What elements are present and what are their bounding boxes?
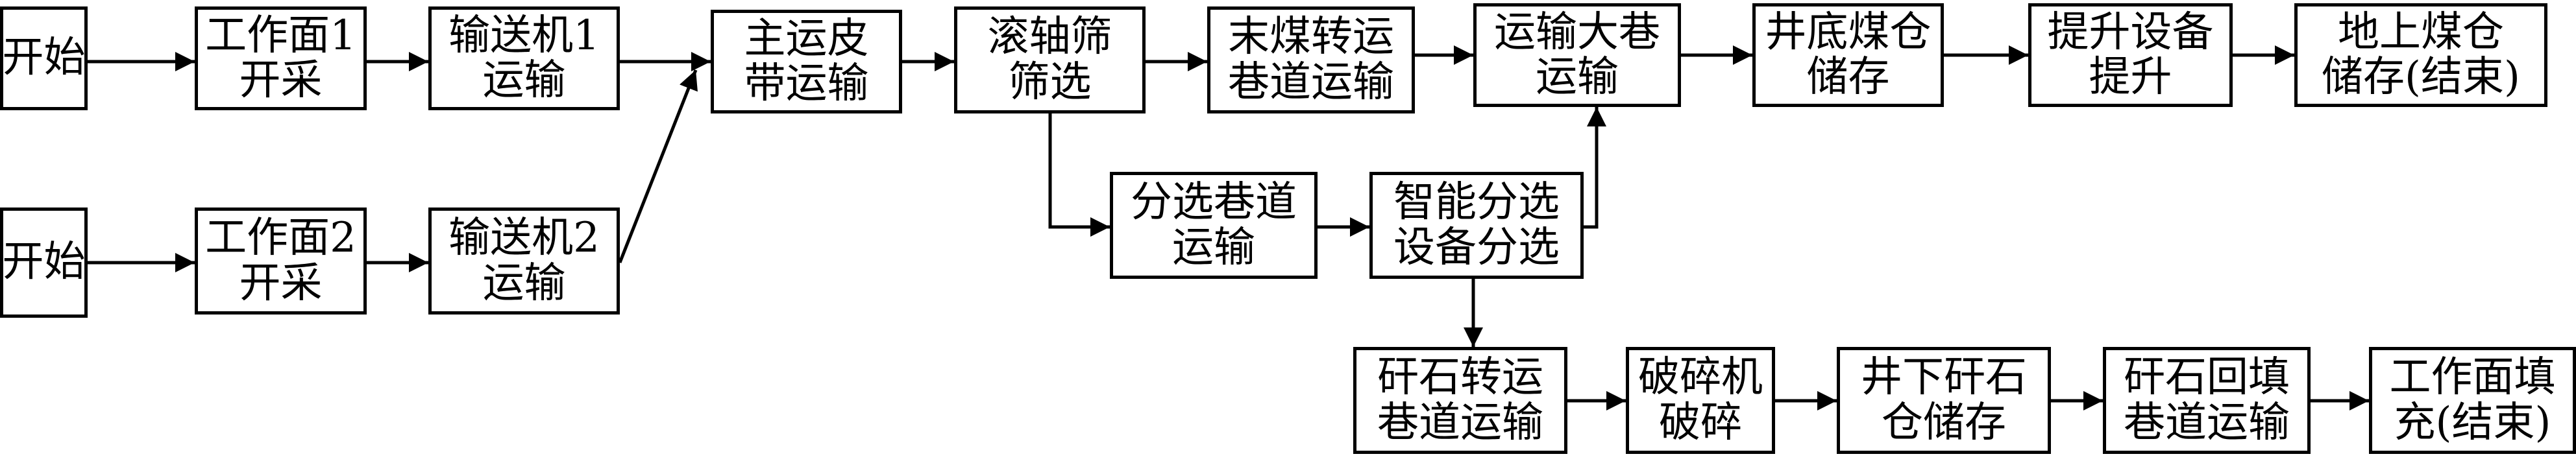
node-label-line: 开采 <box>239 56 323 104</box>
node-label-line: 运输 <box>482 56 566 104</box>
node-label-line: 带运输 <box>744 60 869 108</box>
arrow-smart-sort-to-main-lane <box>1584 107 1606 229</box>
node-start-a: 开始 <box>0 6 88 110</box>
node-label-line: 开始 <box>2 238 86 287</box>
node-label-line: 矸石转运 <box>1377 353 1543 402</box>
node-gangue-bin: 井下矸石仓储存 <box>1837 347 2051 454</box>
node-label-line: 设备分选 <box>1393 223 1560 272</box>
node-roller: 滚轴筛筛选 <box>954 6 1146 113</box>
node-label-line: 输送机2 <box>448 214 600 263</box>
node-label-line: 输送机1 <box>448 11 600 60</box>
node-label-line: 巷道运输 <box>1228 58 1394 106</box>
node-label-line: 滚轴筛 <box>987 13 1112 62</box>
node-label-line: 分选巷道 <box>1131 178 1297 227</box>
node-label-line: 开始 <box>2 34 86 82</box>
node-smart-sort: 智能分选设备分选 <box>1369 172 1584 279</box>
node-label-line: 巷道运输 <box>2124 398 2290 447</box>
node-face-fill: 工作面填充(结束) <box>2369 347 2576 454</box>
node-label-line: 破碎 <box>1659 398 1742 447</box>
node-label-line: 破碎机 <box>1638 353 1763 402</box>
node-label-line: 运输 <box>482 259 566 307</box>
node-sort-lane: 分选巷道运输 <box>1110 172 1318 279</box>
arrow-conv2-to-main-belt <box>618 69 698 263</box>
node-label-line: 提升设备 <box>2047 8 2214 56</box>
node-gangue-lane: 矸石转运巷道运输 <box>1353 347 1567 454</box>
node-hoist: 提升设备提升 <box>2028 3 2233 107</box>
node-label-line: 储存(结束) <box>2322 53 2520 101</box>
node-label-line: 井下矸石 <box>1861 353 2027 402</box>
node-label-line: 运输 <box>1172 223 1255 272</box>
node-label-line: 主运皮 <box>744 14 869 63</box>
arrow-roller-to-sort-lane <box>1048 113 1110 237</box>
node-main-belt: 主运皮带运输 <box>711 10 902 113</box>
node-label-line: 工作面填 <box>2389 353 2556 402</box>
node-label-line: 智能分选 <box>1393 178 1560 227</box>
node-label-line: 运输 <box>1536 53 1619 101</box>
node-main-lane: 运输大巷运输 <box>1473 3 1681 107</box>
node-label-line: 开采 <box>239 259 323 307</box>
node-start-b: 开始 <box>0 208 88 318</box>
node-label-line: 提升 <box>2089 53 2172 101</box>
node-label-line: 仓储存 <box>1882 398 2006 447</box>
node-label-line: 末煤转运 <box>1228 13 1394 62</box>
node-label-line: 储存 <box>1806 53 1890 101</box>
node-bunker: 井底煤仓储存 <box>1752 3 1944 107</box>
node-label-line: 运输大巷 <box>1494 8 1660 56</box>
node-label-line: 工作面2 <box>205 214 356 263</box>
node-label-line: 地上煤仓 <box>2338 8 2504 56</box>
node-label-line: 筛选 <box>1008 58 1092 106</box>
node-label-line: 矸石回填 <box>2124 353 2290 402</box>
node-label-line: 工作面1 <box>205 11 356 60</box>
node-fines: 末煤转运巷道运输 <box>1207 6 1415 113</box>
node-backfill-lane: 矸石回填巷道运输 <box>2103 347 2311 454</box>
node-crusher: 破碎机破碎 <box>1626 347 1775 454</box>
node-surface: 地上煤仓储存(结束) <box>2294 3 2547 107</box>
node-label-line: 充(结束) <box>2394 398 2551 447</box>
node-label-line: 巷道运输 <box>1377 398 1543 447</box>
node-label-line: 井底煤仓 <box>1765 8 1932 56</box>
